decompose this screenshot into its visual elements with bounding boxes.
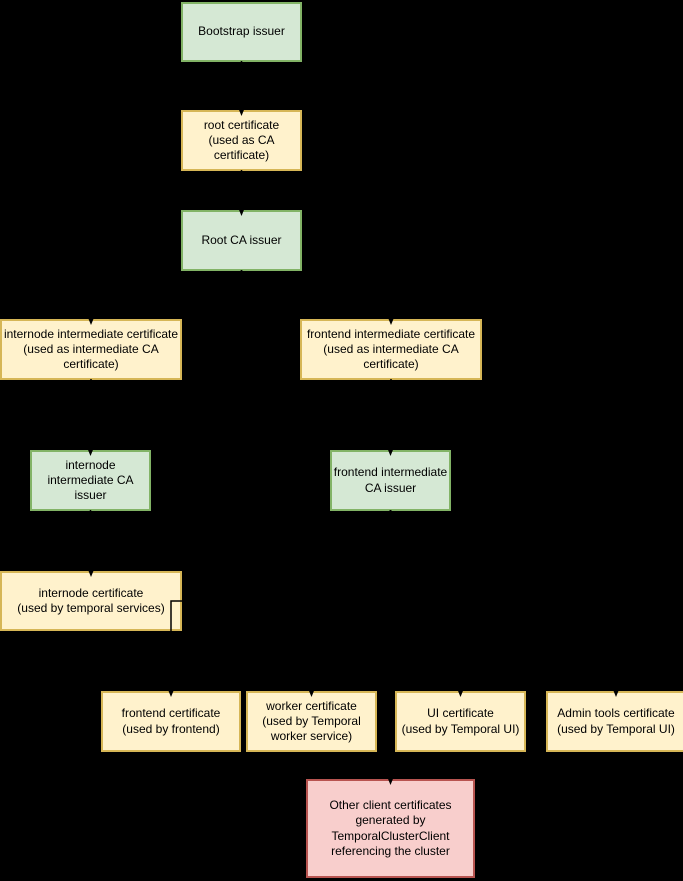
edge-root-ca-issuer--frontend-intermediate-certificate <box>240 270 392 320</box>
node-label: Other client certificates generated by T… <box>329 798 452 858</box>
node-internode-intermediate-certificate: internode intermediate certificate (used… <box>0 319 182 380</box>
edge-frontend-intermediate-certificate--frontend-intermediate-ca-issuer <box>389 379 392 451</box>
node-label: Bootstrap issuer <box>198 24 285 39</box>
node-label: UI certificate (used by Temporal UI) <box>401 706 520 736</box>
node-root-certificate: root certificate (used as CA certificate… <box>181 110 302 171</box>
node-frontend-certificate: frontend certificate (used by frontend) <box>101 691 241 752</box>
edge-frontend-intermediate-ca-issuer--admin-tools-certificate <box>389 510 617 692</box>
node-ui-certificate: UI certificate (used by Temporal UI) <box>395 691 526 752</box>
node-label: worker certificate (used by Temporal wor… <box>262 698 361 744</box>
edge-internode-intermediate-certificate--internode-intermediate-ca-issuer <box>89 379 92 451</box>
node-bootstrap-issuer: Bootstrap issuer <box>181 2 302 62</box>
node-label: internode certificate (used by temporal … <box>17 585 165 615</box>
node-label: internode intermediate certificate (used… <box>3 326 179 372</box>
node-frontend-intermediate-certificate: frontend intermediate certificate (used … <box>300 319 482 380</box>
node-worker-certificate: worker certificate (used by Temporal wor… <box>246 691 377 752</box>
edge-frontend-intermediate-ca-issuer--ui-certificate <box>389 510 462 692</box>
node-label: frontend certificate (used by frontend) <box>121 706 221 736</box>
node-label: Root CA issuer <box>201 232 282 247</box>
node-label: internode intermediate CA issuer <box>47 457 134 503</box>
node-label: root certificate (used as CA certificate… <box>203 117 280 163</box>
edge-internode-intermediate-ca-issuer--internode-certificate <box>89 510 92 572</box>
node-admin-tools-certificate: Admin tools certificate (used by Tempora… <box>546 691 683 752</box>
node-internode-certificate: internode certificate (used by temporal … <box>0 571 182 631</box>
node-frontend-intermediate-ca-issuer: frontend intermediate CA issuer <box>330 450 451 511</box>
node-internode-intermediate-ca-issuer: internode intermediate CA issuer <box>30 450 151 511</box>
node-label: frontend intermediate certificate (used … <box>306 326 476 372</box>
node-label: frontend intermediate CA issuer <box>333 465 448 495</box>
node-label: Admin tools certificate (used by Tempora… <box>557 706 675 736</box>
edge-root-ca-issuer--internode-intermediate-certificate <box>90 270 243 320</box>
edge-frontend-intermediate-ca-issuer--worker-certificate <box>310 510 392 692</box>
edge-frontend-intermediate-ca-issuer--frontend-certificate <box>170 510 392 692</box>
node-other-client-certificates: Other client certificates generated by T… <box>306 779 475 878</box>
node-root-ca-issuer: Root CA issuer <box>181 210 302 271</box>
